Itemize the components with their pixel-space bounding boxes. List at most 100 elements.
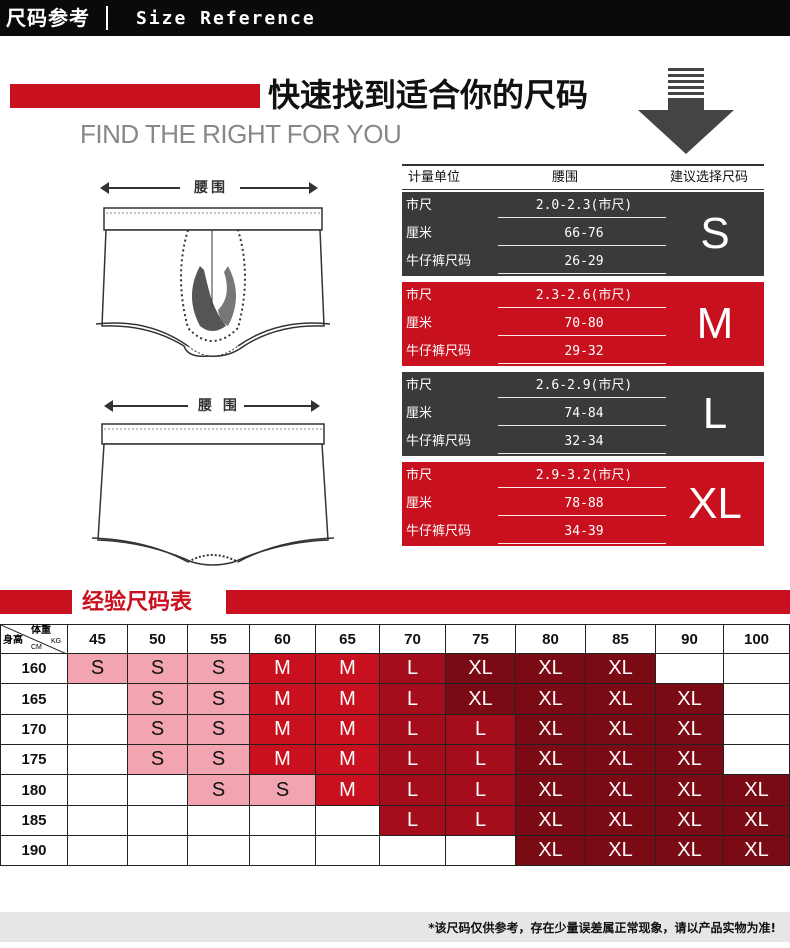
unit-label: 厘米: [406, 496, 433, 511]
size-letter: M: [696, 299, 734, 348]
size-row: 厘米 74-84: [402, 400, 666, 428]
size-cell: S: [128, 684, 188, 715]
size-cell: [250, 806, 316, 836]
size-cell: [128, 836, 188, 866]
header-unit: 计量单位: [408, 170, 461, 185]
waist-label: 腰 围: [198, 398, 240, 414]
size-cell: XL: [516, 684, 586, 715]
weight-header: 80: [516, 624, 586, 654]
size-cell: L: [380, 806, 446, 836]
weight-header: 65: [316, 624, 380, 654]
size-cell: [68, 775, 128, 806]
size-cell: [724, 684, 790, 715]
down-arrow-icon: [638, 68, 734, 154]
waist-value: 26-29: [564, 254, 604, 269]
height-header: 185: [0, 806, 68, 836]
size-cell: XL: [516, 836, 586, 866]
size-cell: L: [446, 745, 516, 775]
waist-measure-indicator-2: 腰 围: [104, 396, 320, 416]
waist-measure-indicator-1: 腰围: [100, 178, 318, 198]
row-underline: [498, 363, 666, 364]
corner-height-label: 身高: [3, 635, 23, 646]
size-letter: S: [700, 209, 730, 258]
size-cell: XL: [516, 775, 586, 806]
size-cell: S: [188, 715, 250, 745]
height-header: 170: [0, 715, 68, 745]
size-cell: S: [188, 654, 250, 684]
unit-label: 市尺: [406, 468, 433, 483]
size-cell: L: [380, 654, 446, 684]
waist-value: 74-84: [564, 406, 604, 421]
size-cell: [724, 654, 790, 684]
size-cell: [188, 806, 250, 836]
corner-weight-label: 体重: [31, 625, 51, 636]
size-cell: XL: [586, 684, 656, 715]
size-cell: S: [188, 775, 250, 806]
size-cell: [316, 836, 380, 866]
experience-size-title: 经验尺码表: [82, 590, 193, 615]
size-table-header: 计量单位 腰围 建议选择尺码: [402, 164, 764, 190]
size-row: 厘米 78-88: [402, 490, 666, 518]
size-cell: XL: [656, 745, 724, 775]
size-cell: M: [250, 684, 316, 715]
row-underline: [498, 307, 666, 308]
size-cell: M: [316, 654, 380, 684]
size-cell: XL: [656, 806, 724, 836]
size-letter: XL: [688, 479, 742, 528]
brief-back-illustration: [91, 423, 335, 566]
page-title-cn: 快速找到适合你的尺码: [268, 76, 589, 114]
size-cell: [656, 654, 724, 684]
size-cell: XL: [586, 654, 656, 684]
size-cell: XL: [586, 745, 656, 775]
unit-label: 厘米: [406, 406, 433, 421]
header-title-cn: 尺码参考: [6, 6, 90, 30]
weight-header: 85: [586, 624, 656, 654]
size-cell: [188, 836, 250, 866]
weight-header: 45: [68, 624, 128, 654]
row-underline: [498, 425, 666, 426]
size-cell: L: [380, 715, 446, 745]
header-bar: 尺码参考 Size Reference: [0, 0, 790, 36]
weight-header: 60: [250, 624, 316, 654]
waist-label: 腰围: [194, 180, 228, 196]
unit-label: 牛仔裤尺码: [406, 254, 472, 269]
corner-height-unit: CM: [31, 644, 42, 651]
size-cell: XL: [516, 745, 586, 775]
size-cell: XL: [724, 836, 790, 866]
size-cell: XL: [656, 715, 724, 745]
section-accent-bar-left: [0, 590, 72, 614]
header-waist: 腰围: [552, 170, 579, 185]
waist-value: 2.6-2.9(市尺): [535, 378, 633, 393]
size-cell: XL: [516, 806, 586, 836]
waist-value: 2.0-2.3(市尺): [535, 198, 633, 213]
section-accent-bar-right: [226, 590, 790, 614]
waist-value: 78-88: [564, 496, 604, 511]
size-cell: [68, 684, 128, 715]
size-cell: [316, 806, 380, 836]
row-underline: [498, 487, 666, 488]
size-cell: [68, 715, 128, 745]
size-cell: XL: [656, 836, 724, 866]
waist-value: 34-39: [564, 524, 604, 539]
row-underline: [498, 453, 666, 454]
row-underline: [498, 515, 666, 516]
header-title-en: Size Reference: [136, 8, 316, 29]
row-underline: [498, 543, 666, 544]
page-title-en: FIND THE RIGHT FOR YOU: [80, 119, 402, 149]
size-cell: S: [188, 745, 250, 775]
height-header: 190: [0, 836, 68, 866]
weight-header: 75: [446, 624, 516, 654]
weight-header: 70: [380, 624, 446, 654]
size-row: 牛仔裤尺码 26-29: [402, 248, 666, 276]
